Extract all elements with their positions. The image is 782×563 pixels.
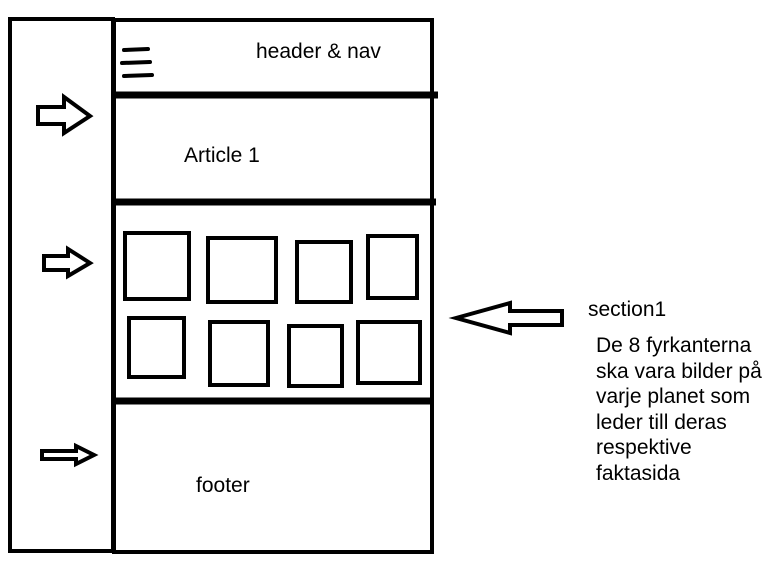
footer-label: footer: [196, 474, 250, 497]
planet-image-placeholder: [206, 236, 278, 304]
right-arrow-icon: [42, 245, 94, 280]
planet-image-placeholder: [208, 320, 270, 387]
right-arrow-icon: [40, 442, 99, 468]
note-line: faktasida: [596, 461, 681, 485]
left-arrow-icon: [448, 300, 564, 336]
header-nav-label: header & nav: [256, 40, 381, 63]
main-column: [112, 18, 434, 554]
planet-image-placeholder: [127, 316, 186, 379]
hamburger-menu-icon: [120, 47, 154, 78]
left-sidebar-column: [8, 17, 115, 553]
note-line: ska vara bilder på: [596, 359, 762, 383]
note-line: De 8 fyrkanterna: [596, 334, 752, 357]
planet-image-placeholder: [366, 234, 419, 300]
note-line: varje planet som: [596, 385, 751, 408]
article-label: Article 1: [184, 144, 260, 167]
planet-image-placeholder: [287, 324, 344, 388]
note-line: leder till deras: [596, 410, 727, 434]
planet-images-note: De 8 fyrkanterna ska vara bilder på varj…: [596, 333, 782, 486]
right-arrow-icon: [36, 93, 94, 137]
section-label: section1: [588, 298, 667, 321]
planet-image-placeholder: [123, 231, 191, 301]
note-line: respektive: [596, 436, 692, 459]
planet-image-placeholder: [295, 240, 353, 304]
planet-image-placeholder: [356, 320, 422, 385]
